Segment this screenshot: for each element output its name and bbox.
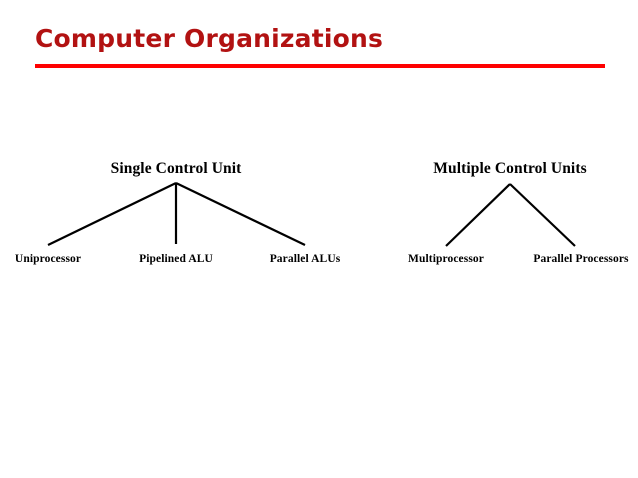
page-title: Computer Organizations [35,24,384,53]
tree-leaf-multiprocessor: Multiprocessor [408,253,484,265]
tree-leaf-pipelined-alu: Pipelined ALU [139,253,213,265]
connector-single-to-parallel-alus [175,182,306,246]
title-divider [35,64,605,68]
tree-leaf-parallel-processors: Parallel Processors [533,253,629,265]
connector-multiple-to-multiprocessor [445,183,511,247]
connector-single-to-uniprocessor [47,182,177,246]
tree-leaf-uniprocessor: Uniprocessor [14,253,82,265]
tree-root-multiple-control-units: Multiple Control Units [433,160,587,177]
connector-multiple-to-parallel-processors [509,183,576,247]
tree-leaf-parallel-alus: Parallel ALUs [269,253,341,265]
tree-root-single-control-unit: Single Control Unit [110,160,242,177]
